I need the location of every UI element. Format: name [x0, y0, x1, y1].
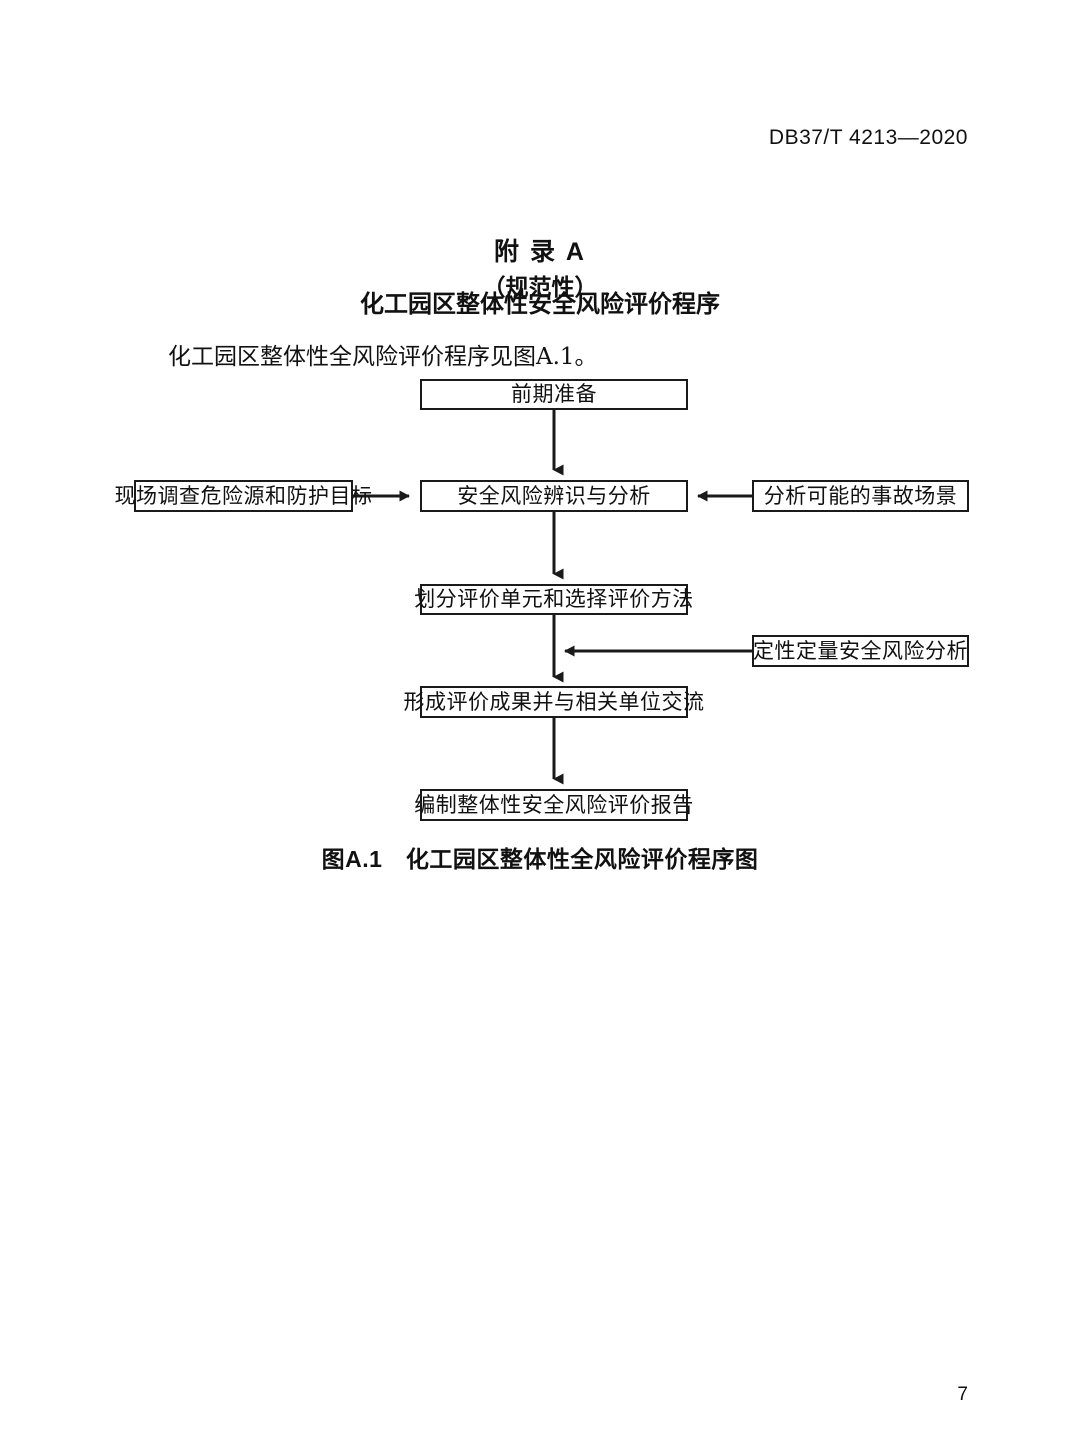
flow-node-quant: 定性定量安全风险分析	[752, 635, 969, 667]
figure-caption: 图A.1 化工园区整体性全风险评价程序图	[321, 846, 759, 872]
standard-number-header: DB37/T 4213—2020	[768, 126, 968, 149]
flow-node-survey: 现场调查危险源和防护目标	[115, 480, 372, 512]
flow-node-identify: 安全风险辨识与分析	[420, 480, 688, 512]
annex-title: 化工园区整体性安全风险评价程序	[360, 291, 720, 318]
flow-node-results: 形成评价成果并与相关单位交流	[404, 686, 704, 718]
page-number: 7	[957, 1384, 968, 1405]
flow-node-prep: 前期准备	[420, 379, 688, 410]
flow-node-units: 划分评价单元和选择评价方法	[414, 584, 693, 615]
flow-node-report: 编制整体性安全风险评价报告	[414, 789, 693, 821]
intro-paragraph: 化工园区整体性全风险评价程序见图A.1。	[168, 344, 598, 370]
annex-label: 附 录 A	[494, 238, 586, 266]
annex-kind: （规范性）	[482, 274, 598, 300]
flow-node-scenario: 分析可能的事故场景	[752, 480, 969, 512]
